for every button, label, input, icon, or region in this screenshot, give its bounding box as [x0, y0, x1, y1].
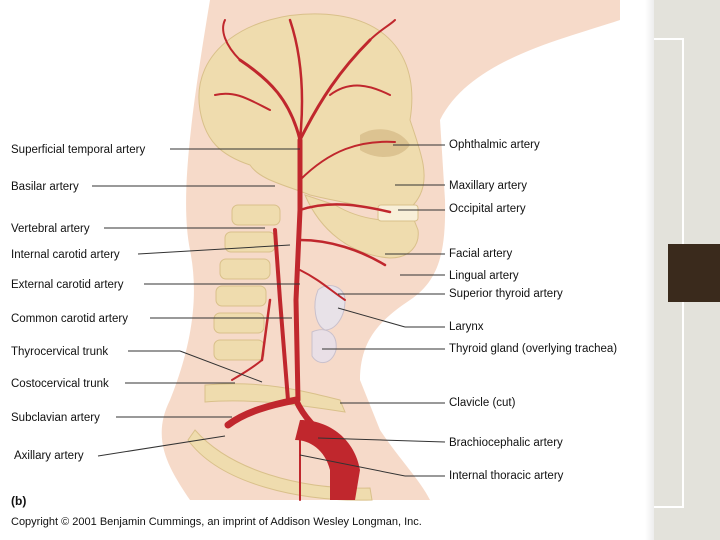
label-thyroid-gland: Thyroid gland (overlying trachea): [449, 343, 618, 355]
page-edge-shadow: [645, 0, 655, 540]
label-external-carotid-artery: External carotid artery: [11, 279, 124, 291]
mandible: [304, 194, 419, 259]
eye-orbit: [360, 129, 410, 157]
label-subclavian-artery: Subclavian artery: [11, 412, 100, 424]
panel-tab-decoration: [668, 244, 720, 302]
label-internal-thoracic-artery: Internal thoracic artery: [449, 470, 564, 482]
thyroid-gland: [311, 329, 337, 363]
label-maxillary-artery: Maxillary artery: [449, 180, 527, 192]
label-occipital-artery: Occipital artery: [449, 203, 526, 215]
label-axillary-artery: Axillary artery: [14, 450, 84, 462]
label-costocervical-trunk: Costocervical trunk: [11, 378, 109, 390]
skull: [198, 13, 425, 214]
label-internal-carotid-artery: Internal carotid artery: [11, 249, 120, 261]
label-superior-thyroid-artery: Superior thyroid artery: [449, 288, 563, 300]
clavicle: [204, 383, 346, 413]
label-superficial-temporal-artery: Superficial temporal artery: [11, 144, 146, 156]
label-clavicle: Clavicle (cut): [449, 397, 516, 409]
leader-lines: [92, 144, 446, 477]
label-basilar-artery: Basilar artery: [11, 181, 79, 193]
figure-panel-letter: (b): [11, 494, 27, 508]
arteries: [214, 18, 396, 501]
teeth: [377, 204, 419, 222]
label-larynx: Larynx: [449, 321, 484, 333]
label-brachiocephalic-artery: Brachiocephalic artery: [449, 437, 563, 449]
label-ophthalmic-artery: Ophthalmic artery: [449, 139, 540, 151]
label-thyrocervical-trunk: Thyrocervical trunk: [11, 346, 109, 358]
copyright-notice: Copyright © 2001 Benjamin Cummings, an i…: [11, 516, 422, 528]
larynx: [314, 285, 346, 331]
label-common-carotid-artery: Common carotid artery: [11, 313, 128, 325]
label-facial-artery: Facial artery: [449, 248, 513, 260]
label-lingual-artery: Lingual artery: [449, 270, 519, 282]
head-neck-arteries-illustration: [92, 0, 620, 501]
label-vertebral-artery: Vertebral artery: [11, 223, 90, 235]
